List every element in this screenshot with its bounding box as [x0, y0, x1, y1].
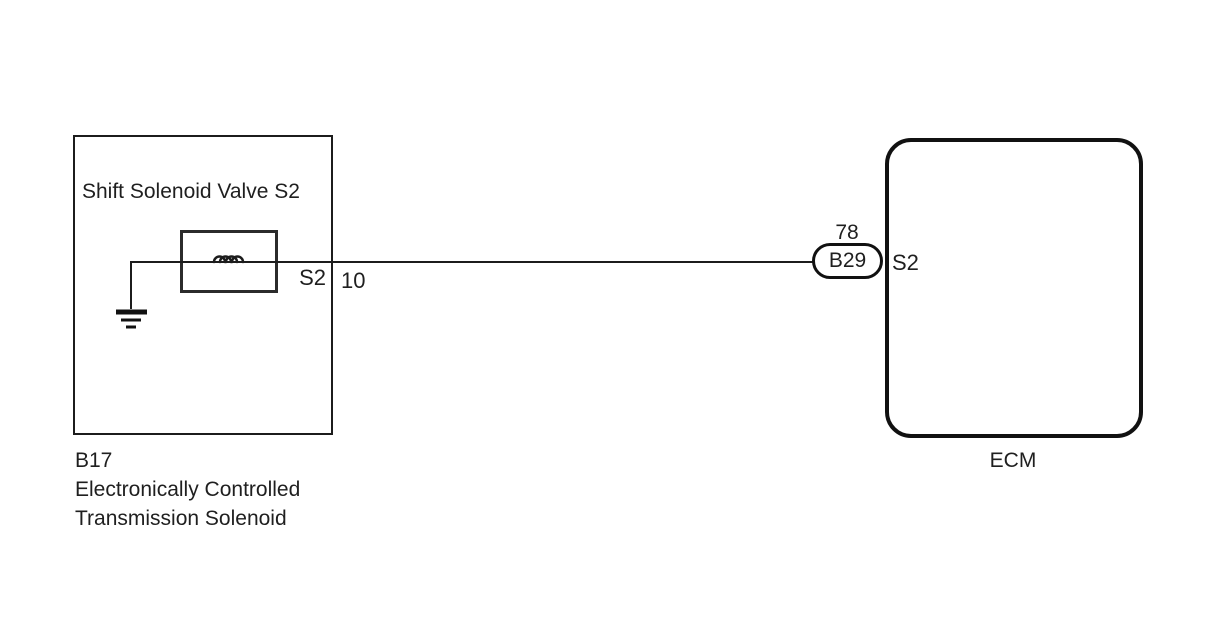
solenoid-pin-label: S2	[299, 265, 326, 290]
solenoid-caption-code: B17	[75, 449, 113, 472]
ecm-box	[885, 138, 1143, 438]
wire-pin-number: 10	[341, 268, 366, 293]
solenoid-valve-title: Shift Solenoid Valve S2	[82, 180, 300, 203]
ecm-pin-label: S2	[892, 250, 919, 275]
connector-oval: B29	[812, 243, 883, 279]
ecm-caption: ECM	[989, 449, 1037, 472]
solenoid-caption-line1: Electronically Controlled	[75, 478, 301, 501]
solenoid-caption: B17 Electronically Controlled Transmissi…	[75, 446, 300, 533]
solenoid-caption-line2: Transmission Solenoid	[75, 507, 287, 530]
connector-code: B29	[828, 249, 867, 272]
solenoid-valve-box	[73, 135, 333, 435]
connector-pin-number: 78	[835, 221, 859, 244]
